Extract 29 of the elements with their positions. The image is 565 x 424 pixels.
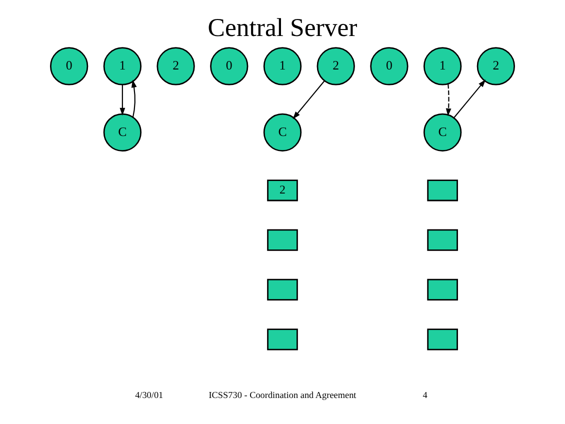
diagram-title: Central Server xyxy=(208,13,358,42)
arrow xyxy=(120,84,126,116)
label: 4/30/01 xyxy=(135,390,164,400)
label: ICSS730 - Coordination and Agreement xyxy=(208,390,356,400)
node-circle: 0 xyxy=(370,47,408,86)
arrow xyxy=(453,79,486,118)
arrow xyxy=(446,84,452,116)
node-box xyxy=(427,229,458,251)
node-circle: 2 xyxy=(156,47,195,86)
node-circle: C xyxy=(423,113,462,152)
arrow xyxy=(292,80,325,120)
node-box: 2 xyxy=(267,180,298,202)
node-circle: 1 xyxy=(423,47,462,86)
node-box xyxy=(427,328,458,350)
node-box xyxy=(267,328,298,350)
node-box xyxy=(427,278,458,301)
node-circle: 1 xyxy=(263,47,302,86)
node-box xyxy=(267,229,298,251)
node-box xyxy=(267,278,298,301)
node-box xyxy=(427,180,458,202)
node-circle: 0 xyxy=(210,47,248,86)
node-circle: 1 xyxy=(103,47,142,86)
label: 4 xyxy=(422,390,428,400)
arrow xyxy=(131,80,137,118)
node-circle: C xyxy=(103,113,142,152)
node-circle: 0 xyxy=(50,47,88,86)
node-circle: 2 xyxy=(476,47,516,86)
node-circle: 2 xyxy=(316,47,355,86)
node-circle: C xyxy=(263,113,302,152)
